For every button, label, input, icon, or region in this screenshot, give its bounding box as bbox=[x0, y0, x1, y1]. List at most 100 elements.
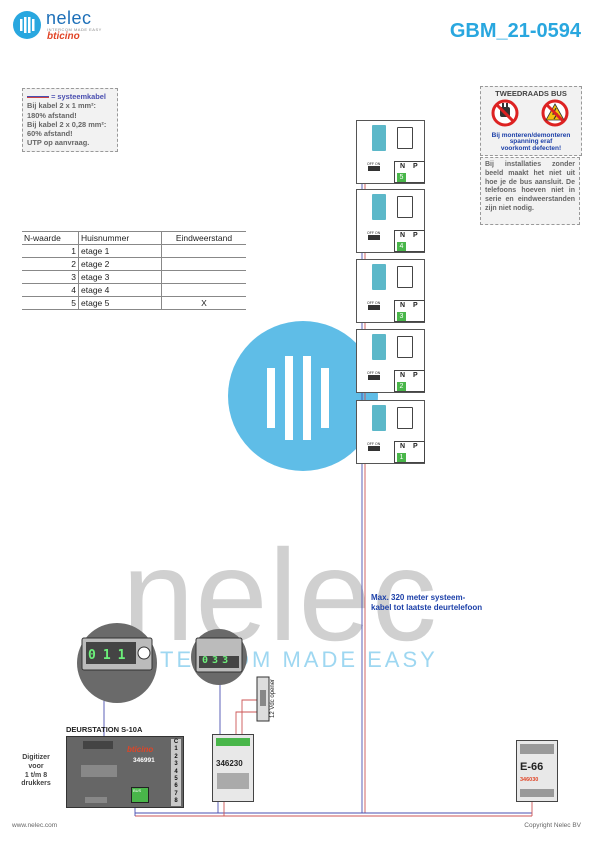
terminal-label: 4 bbox=[174, 768, 178, 775]
relay-module: 346230 bbox=[212, 734, 254, 802]
n-label: N bbox=[400, 163, 406, 170]
floor-phone-3: OFF ON N P 3 bbox=[356, 259, 425, 323]
terminal-label: 2 bbox=[174, 753, 178, 760]
max-distance-note: Max. 320 meter systeem- kabel tot laatst… bbox=[371, 593, 482, 612]
relay-model: 346230 bbox=[216, 759, 243, 768]
onoff-label: OFF ON bbox=[367, 371, 381, 375]
handset-icon bbox=[397, 127, 413, 149]
cable-note-line: 180% afstand! bbox=[27, 110, 77, 120]
logo-name: nelec bbox=[46, 8, 92, 28]
table-row: 3 etage 3 bbox=[22, 270, 246, 284]
bus-warning-line: Bij monteren/demonteren bbox=[491, 131, 571, 139]
floor-phone-5: OFF ON N P 5 bbox=[356, 120, 425, 184]
document-code: GBM_21-0594 bbox=[449, 20, 581, 42]
door-opener-icon bbox=[256, 676, 270, 722]
handset-icon bbox=[397, 336, 413, 358]
table-row: 5 etage 5 X bbox=[22, 296, 246, 310]
terminal-label: 3 bbox=[174, 761, 178, 768]
speaker-grille bbox=[83, 741, 113, 749]
table-cell: etage 2 bbox=[78, 257, 162, 271]
no-voltage-icon bbox=[541, 99, 569, 127]
digitizer-line: 1 t/m 8 bbox=[24, 771, 48, 779]
door-digit-display: 011 bbox=[88, 648, 132, 663]
system-cable-swatch-icon bbox=[27, 96, 49, 99]
n-value: 4 bbox=[397, 242, 406, 251]
n-label: N bbox=[400, 443, 406, 450]
digitizer-line: Digitizer bbox=[22, 754, 50, 761]
power-supply: E-66 346030 bbox=[516, 740, 558, 802]
relay-digit-display: 033 bbox=[202, 655, 232, 666]
cable-note-line: UTP op aanvraag. bbox=[27, 138, 90, 148]
terminal-label: C bbox=[173, 739, 179, 745]
terminal-label: 5 bbox=[174, 776, 178, 783]
cable-note-line: 60% afstand! bbox=[27, 129, 73, 138]
bus-warning-line: voorkomt defecten! bbox=[500, 145, 562, 153]
table-cell bbox=[161, 283, 246, 297]
terminal-block-icon bbox=[372, 264, 386, 290]
power-terminals-icon bbox=[520, 744, 554, 754]
door-terminal-strip: C 1 2 3 4 5 6 7 8 bbox=[171, 739, 181, 806]
floor-phone-2: OFF ON N P 2 bbox=[356, 329, 425, 393]
watermark-logo-icon bbox=[228, 321, 378, 471]
max-note-line: kabel tot laatste deurtelefoon bbox=[371, 602, 483, 612]
logo-tagline: INTERCOM MADE EASY bbox=[47, 27, 102, 32]
p-label: P bbox=[413, 302, 418, 309]
p-label: P bbox=[413, 443, 418, 450]
handset-icon bbox=[397, 196, 413, 218]
table-row: 2 etage 2 bbox=[22, 257, 246, 271]
n-value: 1 bbox=[397, 453, 406, 462]
door-digit: 1 bbox=[102, 648, 118, 663]
np-grid: N P 5 bbox=[394, 161, 425, 183]
cable-note: = systeemkabel Bij kabel 2 x 1 mm²: 180%… bbox=[22, 88, 118, 152]
cable-note-title: = systeemkabel bbox=[51, 92, 106, 101]
n-label: N bbox=[400, 232, 406, 239]
bus-terminal-label: BUS bbox=[133, 788, 142, 793]
table-header-row: N-waarde Huisnummer Eindweerstand bbox=[22, 231, 246, 245]
power-model: E-66 bbox=[520, 761, 544, 773]
dip-switch bbox=[368, 446, 380, 451]
relay-grid-icon bbox=[217, 773, 249, 789]
relay-digit: 3 bbox=[222, 655, 233, 666]
table-row: 4 etage 4 bbox=[22, 283, 246, 297]
n-label: N bbox=[400, 372, 406, 379]
terminal-block-icon bbox=[372, 405, 386, 431]
logo-brand: bticino bbox=[47, 31, 80, 42]
table-cell: etage 3 bbox=[78, 270, 162, 284]
p-label: P bbox=[413, 232, 418, 239]
table-header: Huisnummer bbox=[78, 231, 162, 245]
nelec-logo-icon bbox=[13, 11, 41, 39]
terminal-label: 8 bbox=[174, 798, 178, 805]
floor-phone-1: OFF ON N P 1 bbox=[356, 400, 425, 464]
cable-note-line: Bij kabel 2 x 0,28 mm²: bbox=[27, 119, 107, 129]
watermark-word: nelec bbox=[122, 522, 438, 668]
table-cell bbox=[161, 270, 246, 284]
opener-voltage-label: 12 Vdc opener bbox=[270, 678, 276, 718]
handset-icon bbox=[397, 407, 413, 429]
p-label: P bbox=[413, 372, 418, 379]
footer-copyright: Copyright Nelec BV bbox=[524, 822, 581, 829]
np-grid: N P 2 bbox=[394, 370, 425, 392]
np-grid: N P 3 bbox=[394, 300, 425, 322]
no-plug-icon bbox=[491, 99, 519, 127]
relay-terminals-icon bbox=[216, 738, 250, 746]
dip-switch bbox=[368, 166, 380, 171]
door-station-panel: bticino 346991 BUS C 1 2 3 4 5 6 7 8 bbox=[66, 736, 184, 808]
n-value: 3 bbox=[397, 312, 406, 321]
np-grid: N P 4 bbox=[394, 230, 425, 252]
bus-warning-box: TWEEDRAADS BUS Bij monteren/demonteren s… bbox=[480, 86, 582, 156]
table-cell bbox=[161, 244, 246, 258]
table-cell: 4 bbox=[22, 283, 79, 297]
power-bottom-terminals-icon bbox=[520, 789, 554, 797]
digitizer-line: voor bbox=[28, 762, 44, 770]
door-digit: 1 bbox=[117, 648, 133, 663]
onoff-label: OFF ON bbox=[367, 301, 381, 305]
onoff-label: OFF ON bbox=[367, 162, 381, 166]
info-note: Bij installaties zonder beeld maakt het … bbox=[480, 157, 580, 225]
n-label: N bbox=[400, 302, 406, 309]
terminal-label: 1 bbox=[174, 746, 178, 753]
handset-icon bbox=[397, 266, 413, 288]
terminal-block-icon bbox=[372, 125, 386, 151]
bus-warning-title: TWEEDRAADS BUS bbox=[495, 89, 567, 98]
watermark-tagline: INTERCOM MADE EASY bbox=[132, 647, 438, 672]
